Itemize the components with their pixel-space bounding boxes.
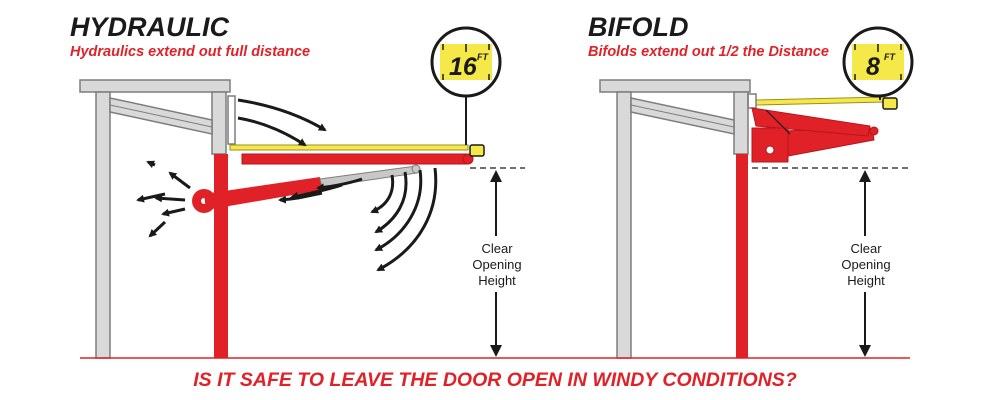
bifold-building [599, 79, 751, 359]
bifold-clear-line-2: Opening [841, 257, 891, 272]
hydraulic-clear-line-1: Clear [481, 241, 513, 256]
bifold-badge-unit: FT [884, 52, 896, 62]
hydraulic-distance-badge: 16 FT [430, 26, 502, 157]
hydraulic-badge-value: 16 [449, 53, 478, 81]
bifold-door [736, 93, 886, 358]
hydraulic-door [192, 95, 474, 358]
hydraulic-title: HYDRAULIC [70, 12, 229, 42]
hydraulic-clear-opening-label: Clear Opening Height [462, 241, 532, 289]
hydraulic-clear-line-2: Opening [472, 257, 522, 272]
bifold-distance-badge: 8 FT [842, 26, 914, 110]
hydraulic-wind-arrows [136, 98, 438, 272]
bifold-height-arrow [859, 170, 871, 357]
bifold-clear-opening-label: Clear Opening Height [831, 241, 901, 289]
hydraulic-clear-line-3: Height [478, 273, 516, 288]
safety-question: IS IT SAFE TO LEAVE THE DOOR OPEN IN WIN… [193, 369, 797, 391]
bifold-clear-line-3: Height [847, 273, 885, 288]
bifold-title: BIFOLD [588, 12, 689, 42]
hydraulic-subtitle: Hydraulics extend out full distance [70, 44, 311, 60]
hydraulic-badge-unit: FT [477, 52, 489, 62]
bifold-subtitle: Bifolds extend out 1/2 the Distance [588, 44, 829, 60]
hydraulic-building [79, 79, 231, 359]
bifold-badge-value: 8 [866, 53, 880, 81]
hydraulic-height-arrow [490, 170, 502, 357]
bifold-clear-line-1: Clear [850, 241, 882, 256]
